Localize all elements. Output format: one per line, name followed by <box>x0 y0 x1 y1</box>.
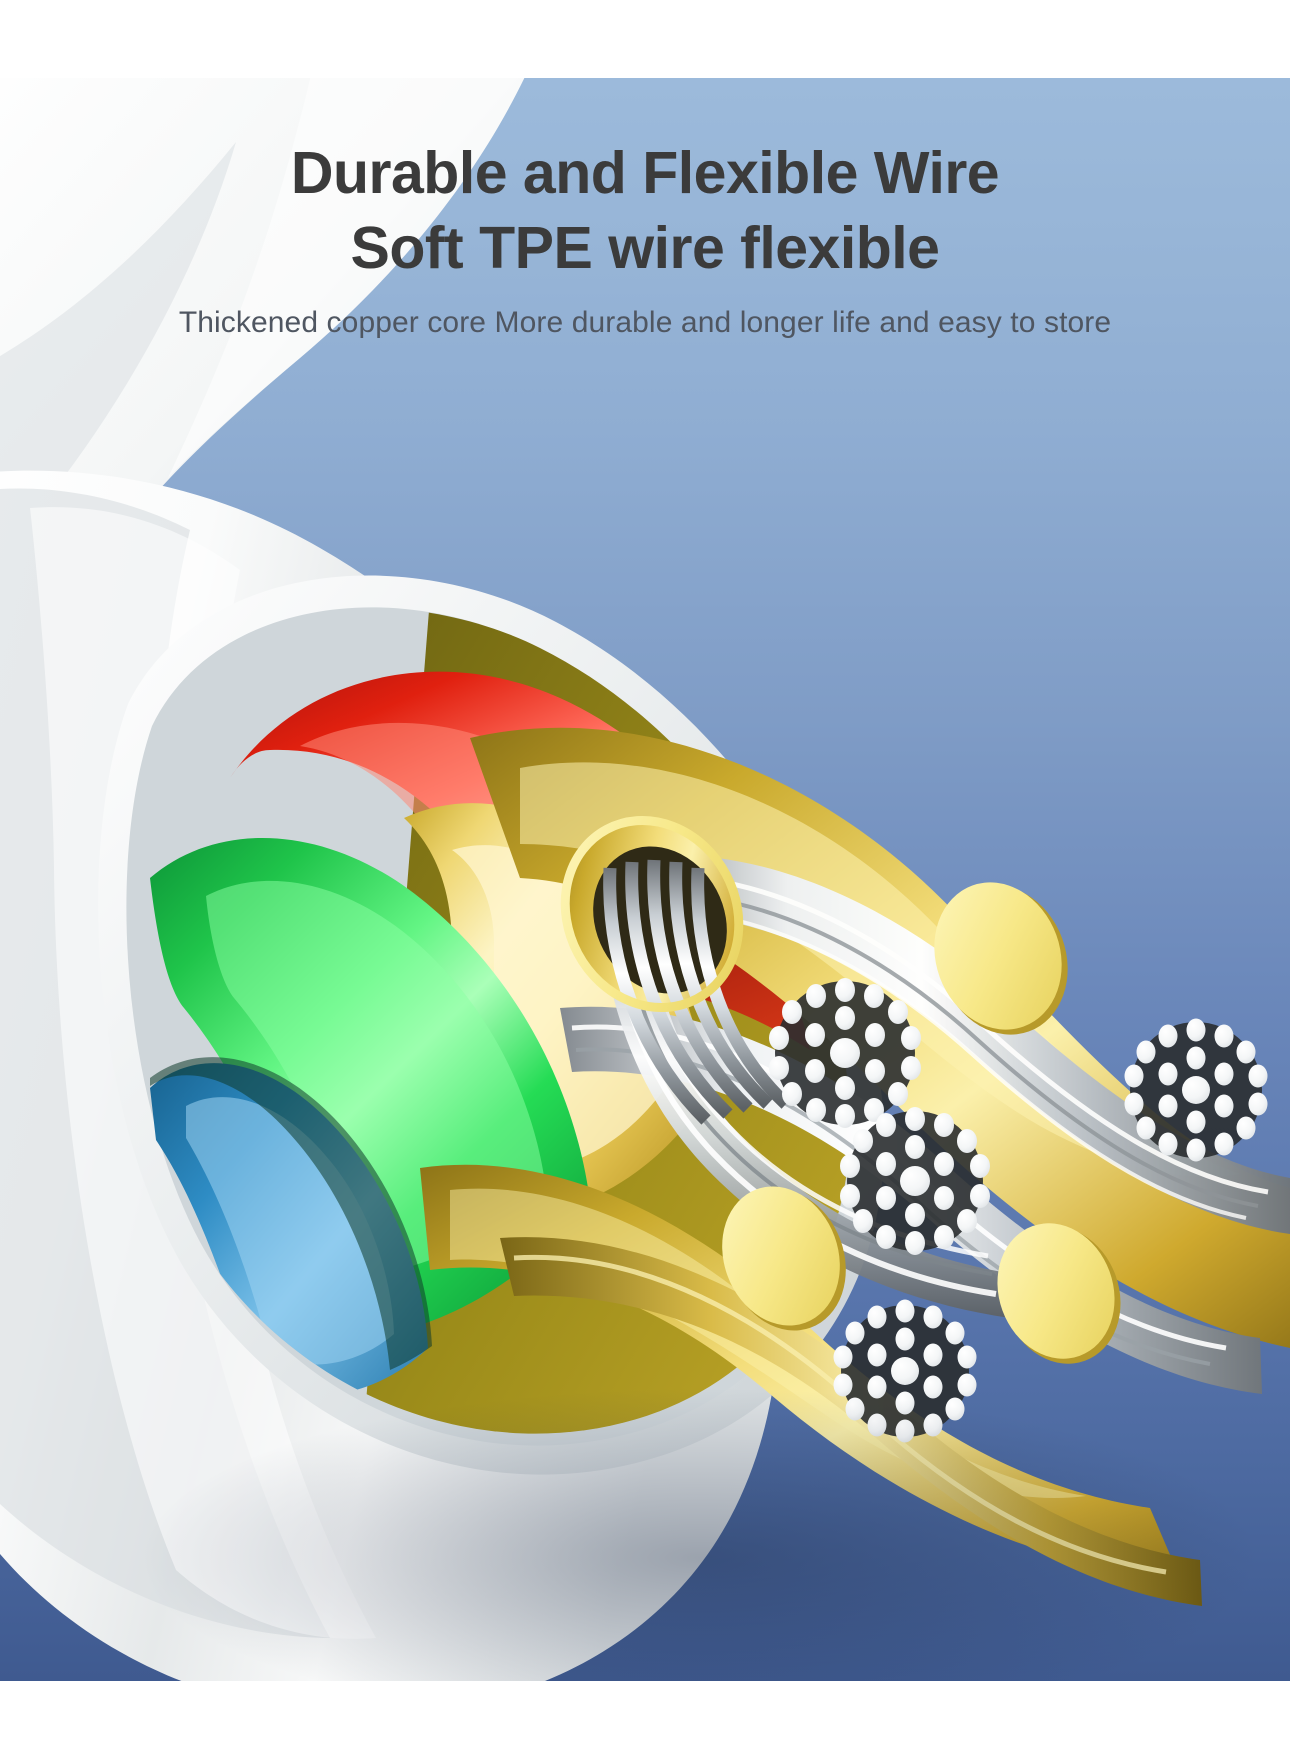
headline-line-2: Soft TPE wire flexible <box>350 215 940 281</box>
yellow-conductor-inner-highlight <box>452 845 668 1170</box>
gold-cut-face-left <box>722 1186 846 1331</box>
strand-bundle-right <box>1124 1018 1268 1162</box>
strand-bundle-middle <box>840 1107 990 1255</box>
blue-conductor-highlight <box>186 1097 394 1365</box>
ambient-shadow <box>140 1388 1260 1681</box>
cable-cutaway-illustration <box>0 78 1290 1681</box>
banner-headline: Durable and Flexible Wire Soft TPE wire … <box>0 136 1290 286</box>
headline-line-1: Durable and Flexible Wire <box>290 140 1000 206</box>
background-bottom-white-band <box>0 1681 1290 1760</box>
gold-cut-face-top <box>934 882 1068 1035</box>
cable-jacket-upper-crease <box>0 142 236 566</box>
gap-shadow-green-blue <box>150 1057 432 1370</box>
cable-jacket-upper-edge-shade <box>168 78 525 478</box>
background-top-white-band <box>0 0 1290 80</box>
yellow-sleeve-mouth <box>560 816 791 1125</box>
banner-subheadline: Thickened copper core More durable and l… <box>178 306 1112 339</box>
gold-cut-face-right <box>997 1223 1121 1364</box>
strand-bundle-upper-left <box>769 978 921 1128</box>
